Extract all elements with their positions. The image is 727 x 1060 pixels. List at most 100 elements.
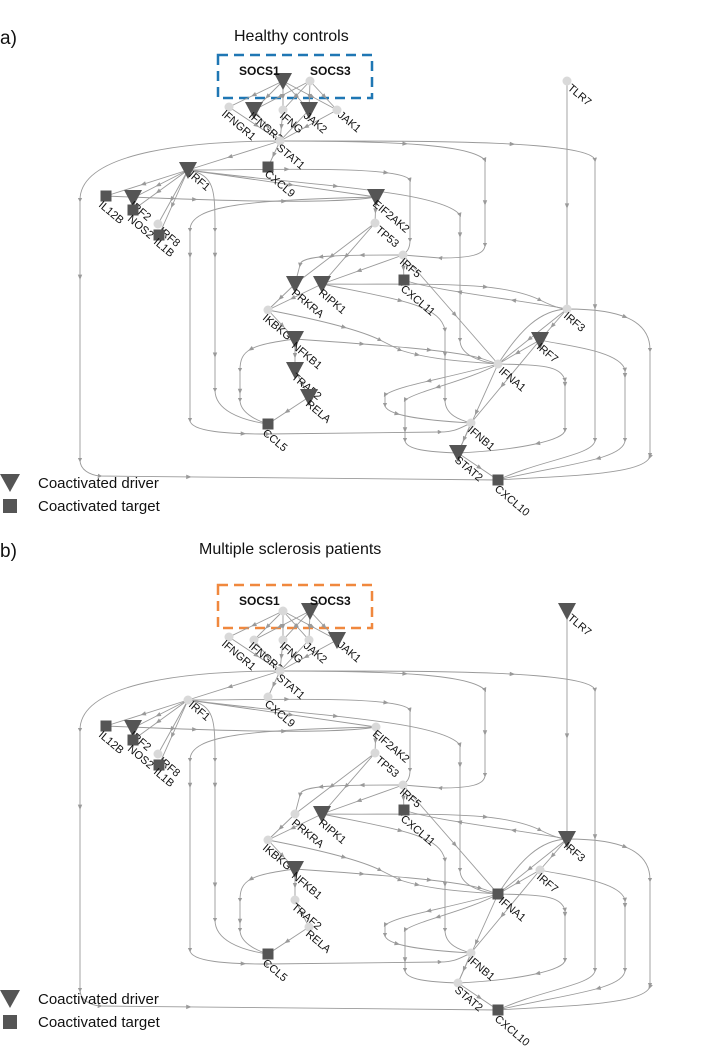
edge-irf5-ripk1 — [321, 784, 404, 815]
edge-arrow — [248, 346, 255, 351]
edge-routed — [237, 338, 296, 425]
edge-arrow — [272, 151, 277, 158]
node-stat2: STAT2 — [449, 445, 485, 484]
target-square-icon — [153, 229, 165, 241]
edge-arrow — [77, 274, 83, 281]
edge-arrow — [527, 335, 533, 341]
edge-arrow — [550, 852, 556, 858]
node-label: IRF3 — [561, 840, 587, 865]
node-label: CCL5 — [260, 427, 289, 454]
edge-routed — [294, 338, 499, 365]
target-square-icon — [3, 1015, 17, 1029]
node-socs1: SOCS1 — [239, 64, 292, 90]
node-ifnb1: IFNB1 — [465, 418, 497, 453]
edge-arrow — [155, 182, 162, 187]
node-il12b: IL12B — [96, 720, 126, 757]
node-socs1: SOCS1 — [239, 594, 288, 616]
edge-arrow — [284, 408, 291, 414]
gene-dot — [290, 809, 300, 819]
gene-dot — [224, 102, 234, 112]
edge-routed — [403, 809, 568, 840]
target-square-icon — [100, 720, 112, 732]
node-label: JAK1 — [335, 109, 363, 135]
target-square-icon — [127, 204, 139, 216]
edge-arrow — [321, 93, 327, 99]
gene-dot — [535, 865, 545, 875]
edge-jak1-stat1 — [279, 639, 338, 672]
edge-arrow — [251, 622, 257, 627]
node-label: IKBKG — [260, 842, 293, 873]
driver-triangle-icon — [179, 162, 197, 179]
gene-dot — [466, 418, 476, 428]
edge-routed — [279, 670, 488, 791]
edge-arrow — [359, 782, 365, 788]
edge-routed — [187, 699, 499, 895]
edge-arrow — [622, 373, 628, 379]
edge-arrow — [592, 304, 598, 310]
gene-dot — [562, 304, 572, 314]
legend-target-label-b: Coactivated target — [38, 1013, 160, 1031]
edge-arrow — [281, 199, 287, 204]
edge-irf1-il12b — [105, 169, 189, 197]
node-il12b: IL12B — [96, 190, 126, 227]
node-ikbkg: IKBKG — [260, 835, 294, 873]
gene-dot — [275, 136, 285, 146]
edge-arrow — [482, 200, 488, 206]
edge-arrow — [212, 882, 218, 888]
edge-arrow — [293, 623, 299, 629]
node-label: SOCS1 — [239, 594, 280, 608]
edge-arrow — [192, 727, 198, 732]
node-ccl5: CCL5 — [260, 948, 289, 984]
edge-arrow — [329, 252, 335, 259]
edge-ifngr1-stat1 — [228, 106, 281, 142]
edge-routed — [497, 869, 628, 1011]
edge-arrow — [265, 623, 271, 629]
edge-arrow — [509, 141, 516, 147]
node-label: SOCS1 — [239, 64, 280, 78]
edge-arrow — [251, 92, 257, 97]
panel-a-title: Healthy controls — [234, 28, 349, 45]
driver-triangle-icon — [300, 102, 318, 119]
edge-arrow — [401, 795, 406, 802]
node-label: RELA — [303, 398, 333, 426]
edge-arrow — [290, 295, 296, 300]
edge-arrow — [434, 914, 441, 919]
edge-arrow — [425, 378, 432, 383]
edge-arrow — [451, 841, 457, 847]
node-cxcl9: CXCL9 — [262, 161, 297, 200]
gene-dot — [275, 666, 285, 676]
edge-arrow — [648, 453, 653, 460]
edge-arrow — [394, 941, 401, 946]
edge-arrow — [474, 939, 480, 946]
edge-jak1-stat1 — [279, 109, 338, 142]
edge-arrow — [592, 834, 598, 840]
edge-socs3-ifngr2 — [253, 610, 311, 641]
edge-routed — [237, 868, 296, 955]
edge-routed — [187, 699, 269, 955]
edge-arrow — [155, 718, 162, 724]
edge-arrow — [457, 232, 463, 238]
driver-triangle-icon — [531, 332, 549, 349]
edge-arrow — [284, 167, 290, 172]
node-cxcl10: CXCL10 — [492, 1004, 532, 1049]
edge-irf1-il12b — [105, 699, 189, 727]
edge-routed — [77, 140, 499, 481]
edge-routed — [321, 813, 472, 954]
edge-arrow — [253, 652, 260, 658]
edge-arrow — [171, 732, 176, 739]
edge-ifna1-stat2 — [457, 893, 499, 984]
edges — [77, 80, 653, 481]
node-jak2: JAK2 — [300, 102, 329, 136]
node-label: STAT1 — [274, 672, 307, 702]
edge-irf1-il1b — [158, 169, 189, 236]
edge-arrow — [291, 123, 297, 129]
edge-arrow — [442, 351, 448, 358]
edge-arrow — [284, 697, 290, 702]
gene-dot — [278, 635, 288, 645]
edge-arrow — [648, 983, 653, 990]
target-square-icon — [262, 161, 274, 173]
edge-arrow — [303, 653, 310, 659]
driver-triangle-icon — [449, 445, 467, 462]
node-irf3: IRF3 — [558, 831, 587, 865]
edge-arrow — [171, 202, 176, 209]
